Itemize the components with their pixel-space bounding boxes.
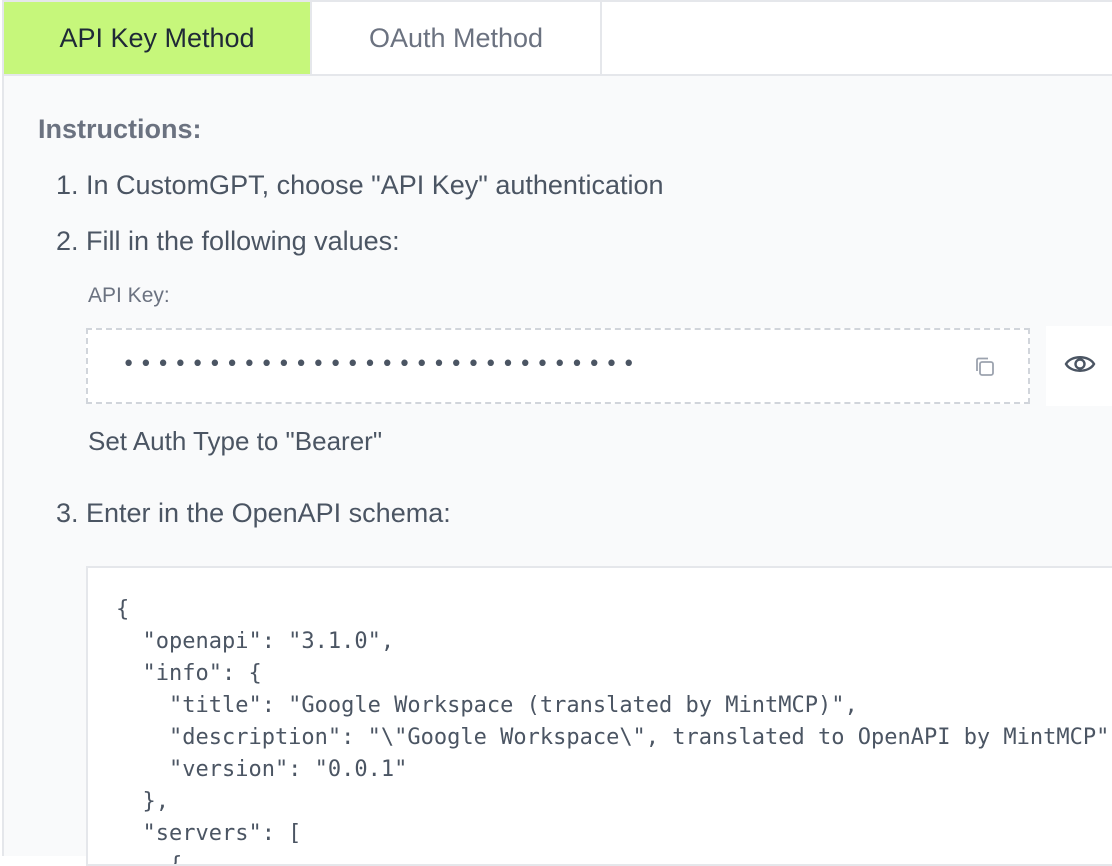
step-1-text: 1. In CustomGPT, choose "API Key" authen… <box>56 170 664 200</box>
instructions-heading: Instructions: <box>38 114 202 144</box>
api-key-label: API Key: <box>88 284 170 307</box>
schema-code-text: { "openapi": "3.1.0", "info": { "title":… <box>116 597 1112 866</box>
method-tabs: API Key Method OAuth Method <box>4 2 1112 76</box>
instructions-content: Instructions: 1. In CustomGPT, choose "A… <box>4 76 1112 866</box>
tab-oauth-method[interactable]: OAuth Method <box>312 2 602 74</box>
api-key-masked-value: •••••••••••••••••••••••••••••• <box>122 352 640 377</box>
auth-type-note: Set Auth Type to "Bearer" <box>88 426 383 456</box>
api-key-field[interactable]: •••••••••••••••••••••••••••••• <box>86 328 1030 404</box>
step-3-text: 3. Enter in the OpenAPI schema: <box>56 498 451 528</box>
copy-icon[interactable] <box>972 354 998 380</box>
eye-icon <box>1064 352 1096 381</box>
openapi-schema-code[interactable]: { "openapi": "3.1.0", "info": { "title":… <box>86 566 1112 866</box>
reveal-key-button[interactable] <box>1046 326 1112 406</box>
tab-api-key-method[interactable]: API Key Method <box>4 2 312 74</box>
step-2-text: 2. Fill in the following values: <box>56 226 400 256</box>
